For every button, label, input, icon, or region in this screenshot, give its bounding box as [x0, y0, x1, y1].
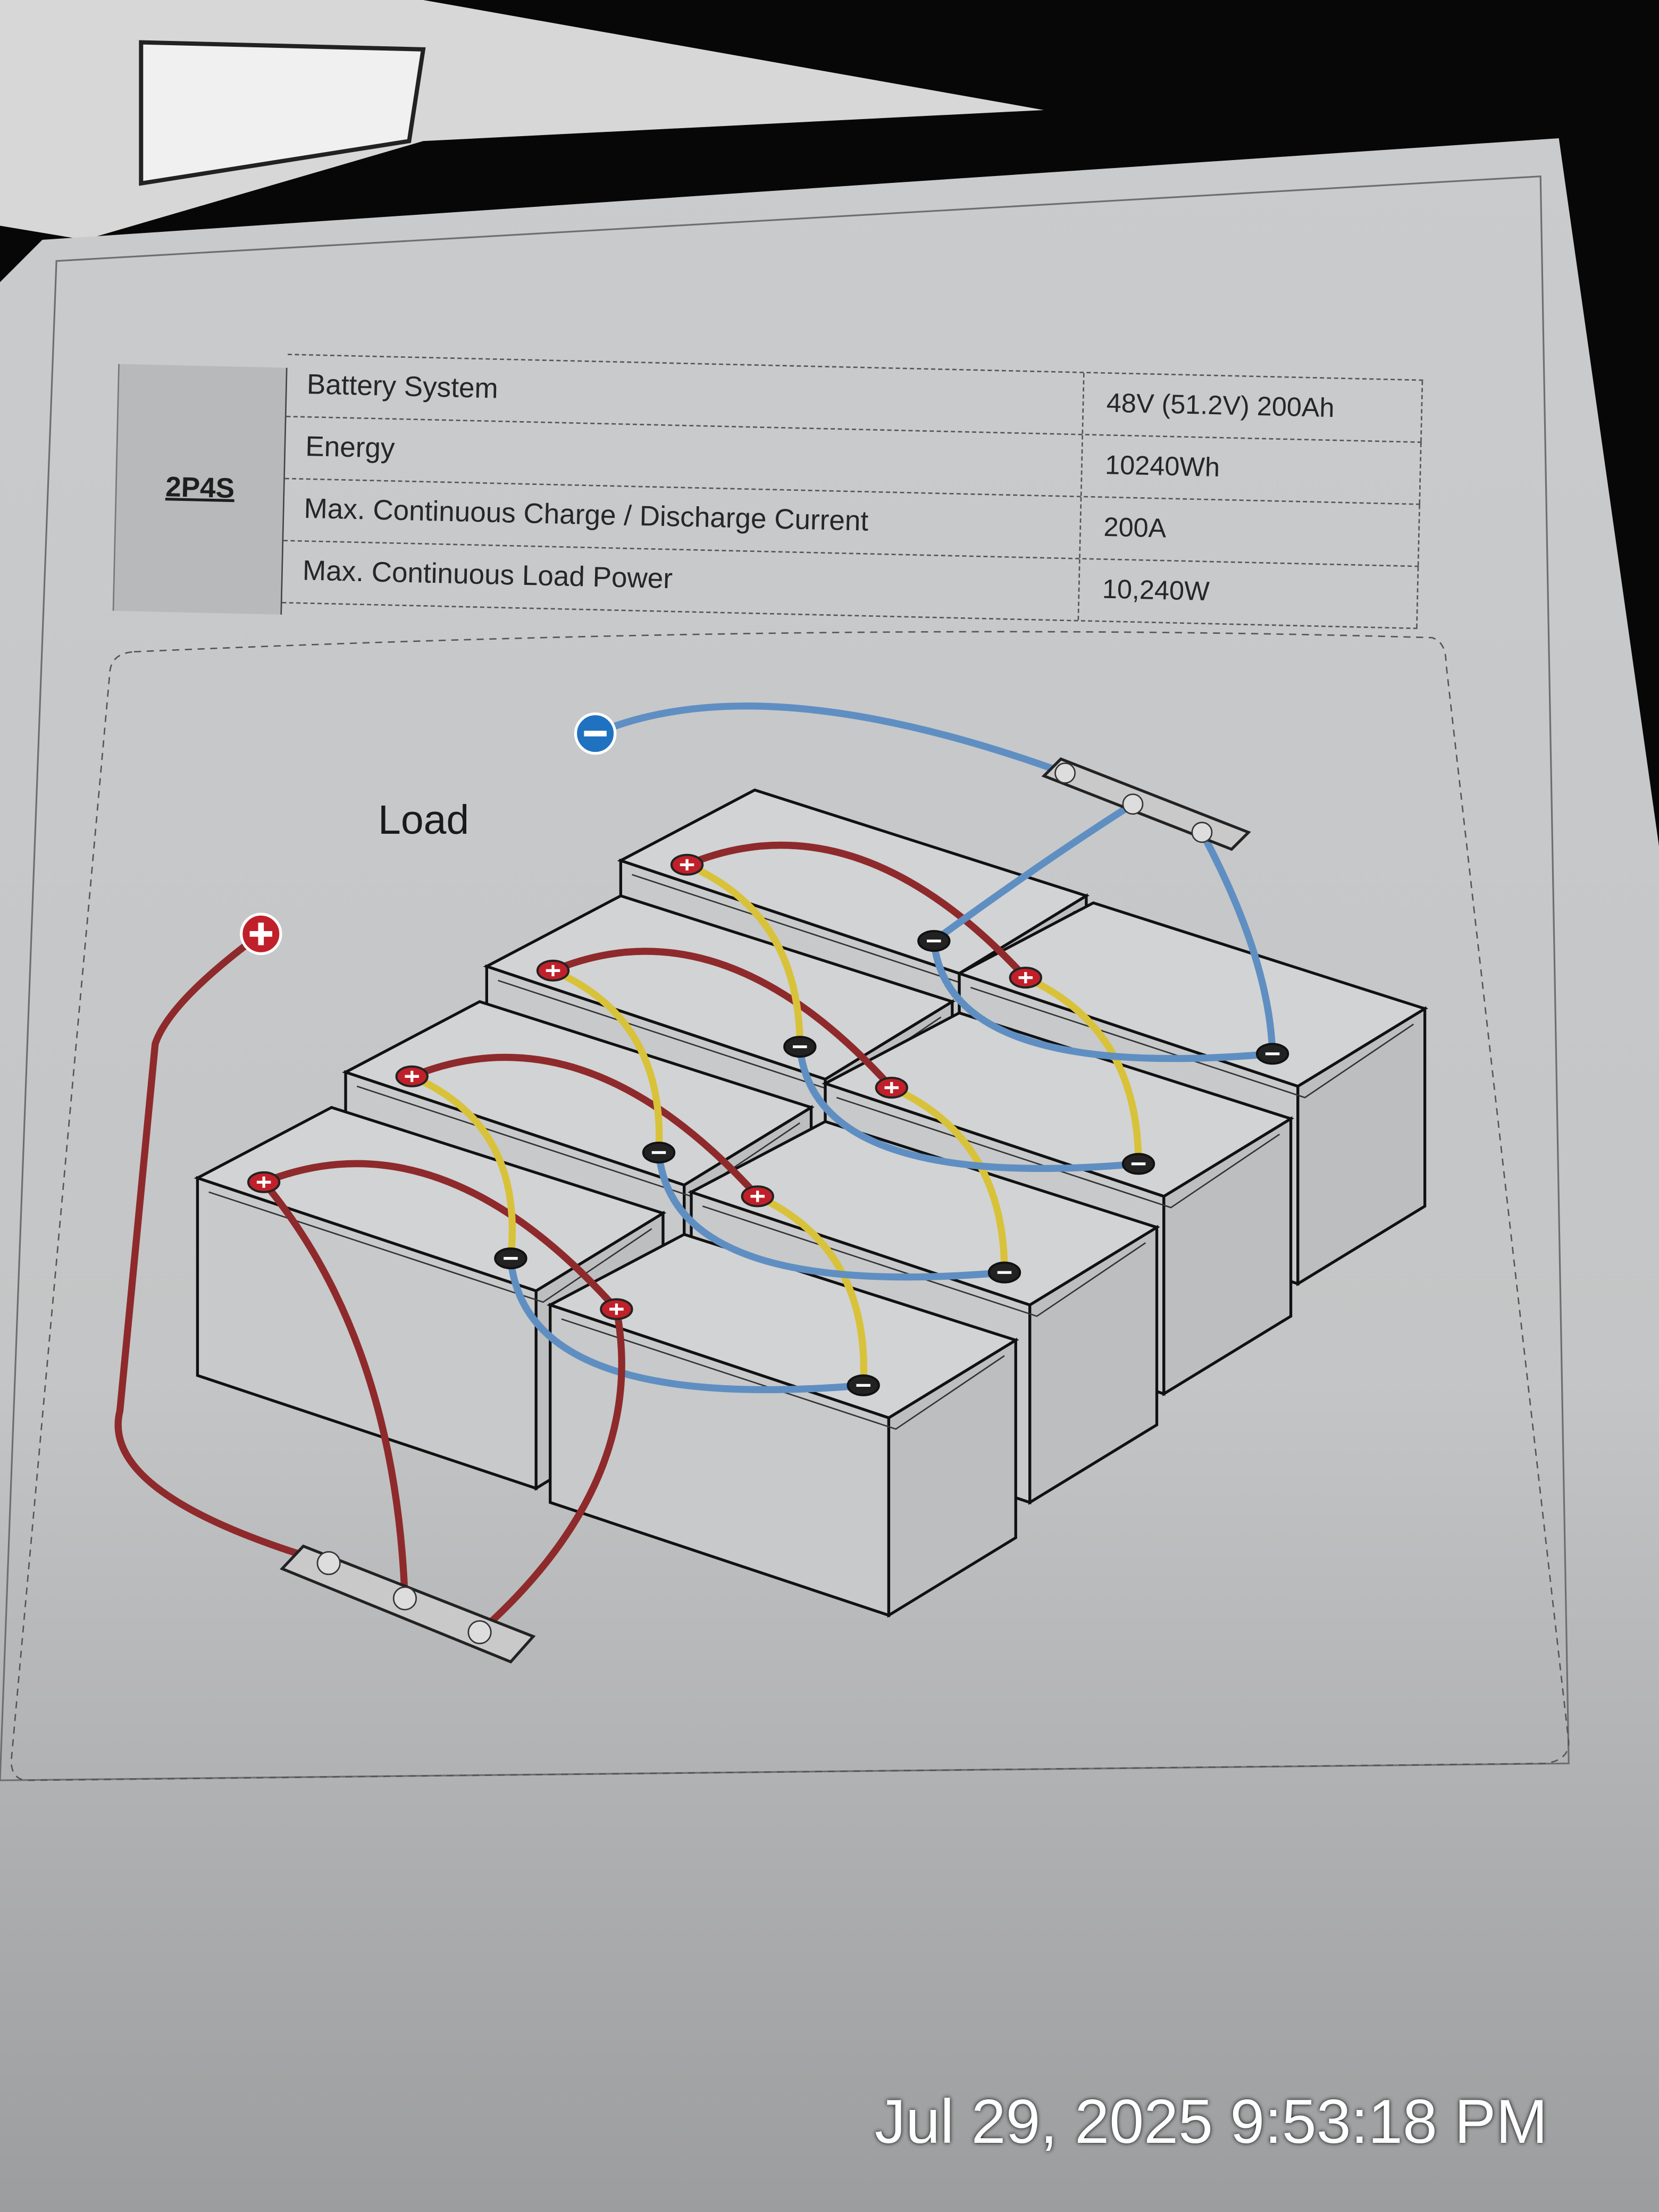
- negative-wire: [930, 937, 1276, 1062]
- negative-wire: [1198, 828, 1276, 1058]
- negative-wire: [655, 1149, 1008, 1281]
- negative-terminal-icon: [847, 1374, 880, 1396]
- positive-terminal-icon: [395, 1065, 429, 1087]
- negative-terminal-icon: [917, 930, 951, 952]
- load-positive-wire: [114, 930, 332, 1567]
- negative-terminal-icon: [987, 1261, 1021, 1284]
- load-label: Load: [378, 798, 470, 844]
- load-negative-wire: [591, 702, 1069, 777]
- configuration-cell: 2P4S: [112, 364, 288, 615]
- positive-wire: [549, 948, 895, 1092]
- positive-terminal-icon: [741, 1185, 774, 1208]
- positive-terminal-icon: [875, 1076, 908, 1099]
- series-wire: [683, 861, 803, 1051]
- positive-busbar: [280, 1544, 536, 1664]
- series-wire: [1022, 974, 1142, 1168]
- series-wire: [549, 967, 663, 1157]
- negative-terminal-icon: [783, 1036, 817, 1058]
- spec-value: 48V (51.2V) 200Ah: [1082, 373, 1423, 442]
- positive-terminal-icon: [536, 959, 570, 982]
- negative-terminal-icon: [642, 1142, 676, 1164]
- positive-wire: [260, 1160, 621, 1313]
- negative-wire: [507, 1254, 867, 1394]
- negative-busbar: [1041, 757, 1251, 851]
- load-positive-terminal-icon: [240, 912, 282, 956]
- photo-timestamp: Jul 29, 2025 9:53:18 PM: [874, 2088, 1548, 2157]
- spec-value: 10,240W: [1077, 559, 1419, 628]
- positive-wire: [408, 1053, 761, 1200]
- spec-value: 10240Wh: [1080, 435, 1422, 504]
- positive-wire: [260, 1178, 409, 1602]
- positive-terminal-icon: [247, 1171, 281, 1193]
- negative-terminal-icon: [1255, 1043, 1289, 1065]
- series-wire: [408, 1073, 516, 1262]
- diagram-frame: [10, 631, 1570, 1781]
- negative-terminal-icon: [494, 1247, 527, 1270]
- battery: [546, 1233, 1019, 1618]
- negative-terminal-icon: [1121, 1153, 1155, 1175]
- positive-terminal-icon: [600, 1298, 633, 1320]
- configuration-label: 2P4S: [165, 472, 235, 505]
- positive-terminal-icon: [670, 853, 704, 876]
- load-negative-terminal-icon: [574, 712, 617, 755]
- negative-wire: [930, 800, 1137, 945]
- spec-value: 200A: [1079, 497, 1420, 566]
- positive-terminal-icon: [1009, 967, 1042, 989]
- negative-wire: [796, 1043, 1142, 1172]
- series-wire: [888, 1084, 1008, 1276]
- positive-wire: [683, 841, 1029, 982]
- positive-wire: [476, 1305, 625, 1636]
- series-wire: [754, 1193, 868, 1389]
